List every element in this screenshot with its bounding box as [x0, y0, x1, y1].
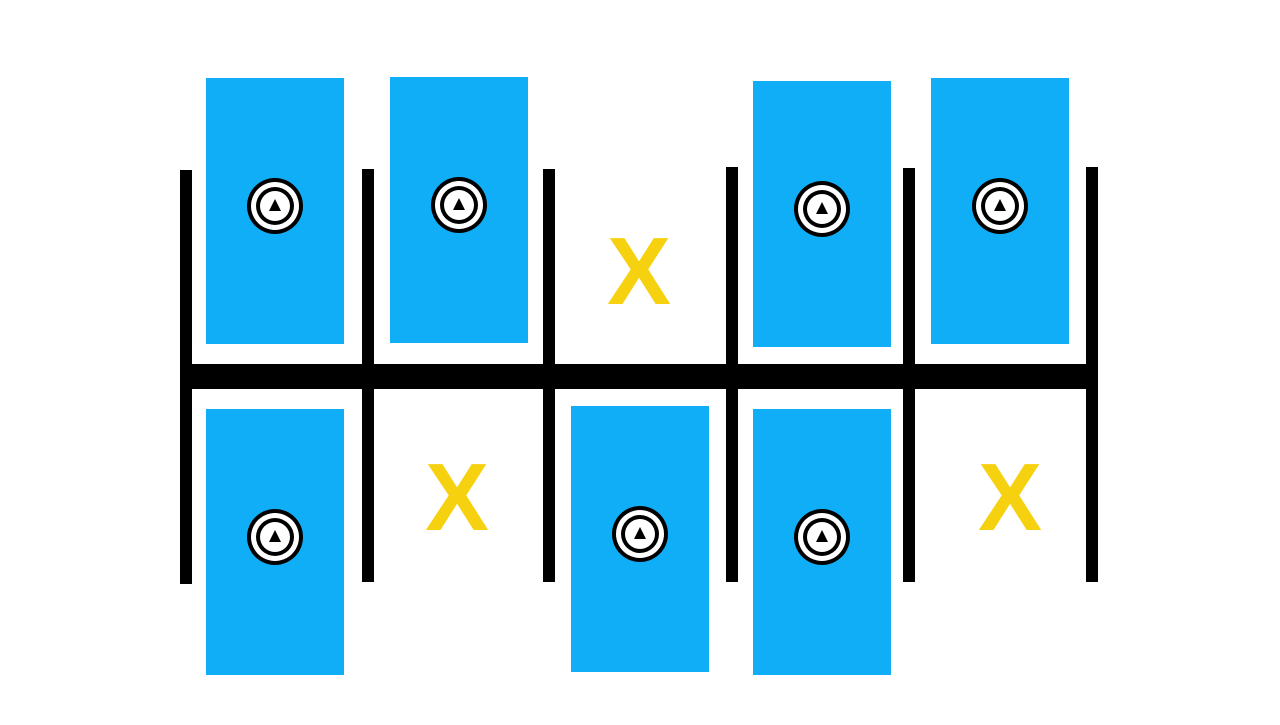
- sensor-target-icon: [612, 506, 668, 562]
- car-top-1: [206, 78, 344, 344]
- car-bottom-3: [571, 406, 709, 672]
- sensor-target-icon: [431, 177, 487, 233]
- aisle-bar: [180, 364, 1098, 389]
- car-top-2: [390, 77, 528, 343]
- sensor-target-icon: [794, 181, 850, 237]
- sensor-target-icon: [972, 178, 1028, 234]
- sensor-target-icon: [794, 509, 850, 565]
- vehicles: [206, 77, 1069, 675]
- empty-space-mark-bottom-2: X: [424, 444, 490, 551]
- sensor-target-icon: [247, 178, 303, 234]
- car-bottom-1: [206, 409, 344, 675]
- empty-space-mark-bottom-5: X: [977, 444, 1043, 551]
- sensor-target-icon: [247, 509, 303, 565]
- lot-structure: [180, 167, 1098, 584]
- empty-space-mark-top-3: X: [606, 218, 672, 325]
- car-bottom-4: [753, 409, 891, 675]
- car-top-4: [753, 81, 891, 347]
- car-top-5: [931, 78, 1069, 344]
